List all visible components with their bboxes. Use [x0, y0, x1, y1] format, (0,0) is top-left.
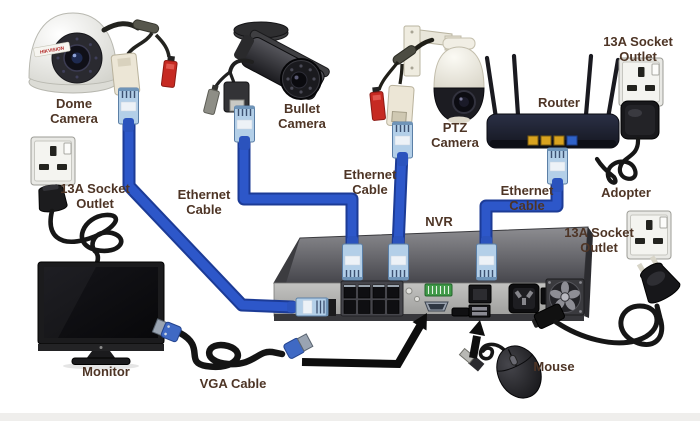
- vga-cable-art: [151, 318, 314, 371]
- dome-camera-art: HIKVISION: [28, 12, 178, 132]
- vga-connector-nvr: [283, 333, 314, 359]
- power-adapter-art: [620, 100, 660, 140]
- ethernet-cables: [122, 113, 564, 314]
- mouse-art: [458, 342, 542, 399]
- socket-top-right-art: [618, 57, 664, 107]
- router-art: [484, 53, 621, 192]
- nvr-hdmi-port: [451, 307, 470, 317]
- router-antennas: [484, 53, 621, 121]
- ptz-rj45-plug: [392, 121, 413, 166]
- nvr-alarm-terminal: [424, 283, 453, 297]
- mouse-cable: [478, 342, 508, 361]
- socket-bottom-right-art: [626, 210, 672, 260]
- monitor-power-plug: [38, 184, 68, 213]
- bullet-power-jack: [203, 84, 220, 115]
- monitor-art: [37, 261, 165, 370]
- bullet-rj45-plug: [234, 105, 255, 150]
- router-rj45-plug: [547, 147, 568, 192]
- router-lan-ports: [527, 135, 578, 146]
- ptz-camera-art: [369, 25, 485, 166]
- nvr-power-plug: [636, 255, 681, 304]
- vga-arrow: [301, 313, 427, 369]
- bullet-camera-art: [203, 21, 330, 150]
- socket-left-art: [30, 136, 76, 186]
- monitor-power-cord: [48, 208, 124, 266]
- dome-camera-brand-badge: HIKVISION: [33, 41, 71, 58]
- nvr-audio-port: [405, 287, 413, 295]
- ptz-power-connector: [369, 86, 386, 121]
- dome-rj45-plug: [118, 87, 139, 132]
- nvr-poe-ports: [340, 280, 404, 317]
- dome-camera-brand-text: HIKVISION: [40, 45, 66, 55]
- vga-connector-monitor: [151, 318, 182, 343]
- background-band: [0, 413, 700, 421]
- dome-power-connector: [160, 55, 178, 88]
- rj45-connectors-nvr: [287, 236, 497, 317]
- usb-connector: [458, 347, 485, 372]
- ptz-rj45-coupler: [386, 84, 415, 128]
- adapter-cord: [594, 136, 641, 185]
- nvr-iec-connector: [532, 303, 565, 329]
- nvr-power-cord: [553, 303, 665, 347]
- mouse-arrow: [469, 320, 485, 359]
